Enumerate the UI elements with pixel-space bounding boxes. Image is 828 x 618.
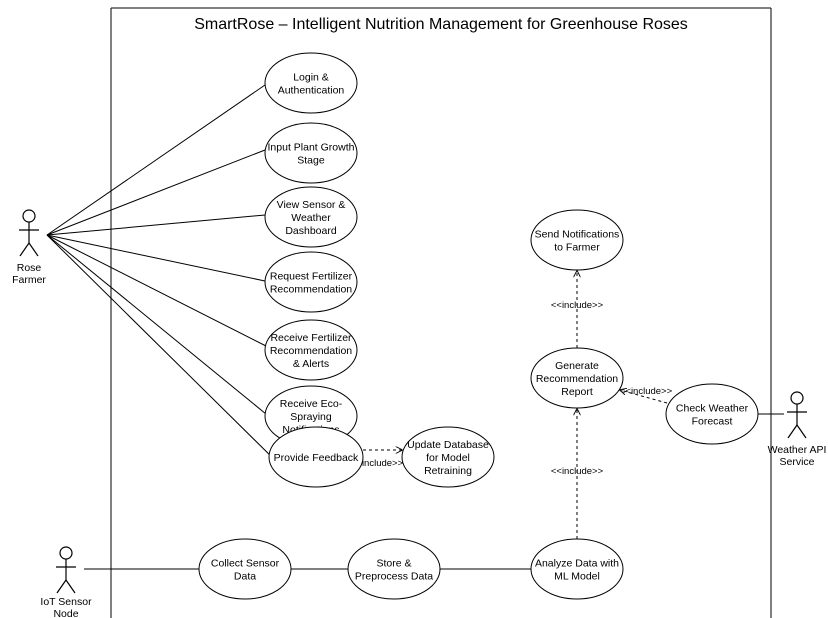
- use-case-notify-label: Send Notifications: [535, 229, 620, 241]
- use-case-weathercheck-shape: [665, 383, 759, 445]
- use-case-store[interactable]: Store &Preprocess Data: [347, 538, 441, 600]
- use-case-view-label: Weather: [291, 212, 331, 224]
- use-case-update-label: Update Database: [407, 439, 489, 451]
- use-case-generate-shape: [530, 347, 624, 409]
- use-case-eco-label: Spraying: [290, 411, 332, 423]
- use-case-generate-label: Generate: [555, 360, 599, 372]
- actor-weather-label: Service: [779, 456, 814, 468]
- use-case-notify-label: to Farmer: [554, 242, 600, 254]
- use-case-input-label: Stage: [297, 155, 325, 167]
- use-case-receive-label: & Alerts: [293, 358, 329, 370]
- use-case-store-shape: [347, 538, 441, 600]
- use-case-analyze-shape: [530, 538, 624, 600]
- actor-farmer-label: Farmer: [12, 274, 46, 286]
- use-case-feedback-label: Provide Feedback: [274, 452, 359, 464]
- use-case-login[interactable]: Login &Authentication: [264, 52, 358, 114]
- use-case-input-label: Input Plant Growth: [268, 142, 355, 154]
- actor-iot-label: Node: [53, 608, 78, 618]
- use-case-receive-shape: [264, 319, 358, 381]
- diagram-title: SmartRose – Intelligent Nutrition Manage…: [194, 16, 688, 33]
- use-case-login-label: Authentication: [278, 85, 345, 97]
- use-case-collect-label: Collect Sensor: [211, 558, 280, 570]
- use-case-store-label: Preprocess Data: [355, 571, 433, 583]
- system-boundary: [110, 7, 772, 618]
- association-farmer-login: [46, 84, 266, 236]
- include-feedback-update-label: <<include>>: [351, 458, 404, 469]
- include-analyze-generate-label: <<include>>: [551, 466, 604, 477]
- use-case-receive-label: Receive Fertilizer: [270, 332, 352, 344]
- use-case-request-shape: [264, 251, 358, 313]
- use-case-login-shape: [264, 52, 358, 114]
- association-farmer-input: [46, 149, 266, 236]
- use-case-weathercheck-label: Check Weather: [676, 403, 749, 415]
- use-case-input-shape: [264, 122, 358, 184]
- actor-farmer-icon: [19, 209, 39, 257]
- use-case-feedback[interactable]: Provide Feedback: [268, 426, 364, 488]
- use-case-analyze-label: ML Model: [554, 571, 600, 583]
- include-weather-generate-label: <<include>>: [620, 386, 673, 397]
- use-case-request-label: Recommendation: [270, 284, 352, 296]
- use-case-receive-label: Recommendation: [270, 345, 352, 357]
- association-farmer-feedback: [46, 234, 285, 470]
- use-case-generate-label: Recommendation: [536, 373, 618, 385]
- association-farmer-view: [46, 214, 266, 236]
- associations: [46, 84, 784, 570]
- use-case-weathercheck-label: Forecast: [692, 416, 733, 428]
- include-relations: <<include>> <<include>> <<include>> <<inclu…: [351, 271, 673, 539]
- use-case-eco-label: Receive Eco-: [280, 398, 343, 410]
- association-farmer-receive: [46, 234, 267, 347]
- include-weather-generate-arrow: [620, 390, 668, 404]
- use-case-generate-label: Report: [561, 386, 593, 398]
- association-farmer-request: [46, 234, 266, 282]
- use-case-analyze-label: Analyze Data with: [535, 558, 619, 570]
- actor-iot-icon: [56, 546, 76, 594]
- use-case-view-label: View Sensor &: [277, 199, 346, 211]
- use-case-update-label: Retraining: [424, 465, 472, 477]
- actor-iot-label: IoT Sensor: [40, 596, 92, 608]
- use-case-collect-shape: [198, 538, 292, 600]
- actor-farmer-label: Rose: [17, 262, 42, 274]
- actor-weather-icon: [787, 391, 807, 439]
- use-case-store-label: Store &: [376, 558, 411, 570]
- use-case-request-label: Request Fertilizer: [270, 271, 353, 283]
- use-case-view-label: Dashboard: [285, 225, 337, 237]
- use-case-feedback-shape: [268, 426, 364, 488]
- use-case-collect-label: Data: [234, 571, 256, 583]
- actor-weather-label: Weather API: [768, 444, 827, 456]
- association-farmer-eco: [46, 234, 267, 415]
- use-case-update-shape: [401, 426, 495, 488]
- use-case-view-shape: [264, 186, 358, 248]
- use-case-login-label: Login &: [293, 72, 329, 84]
- include-generate-notify-label: <<include>>: [551, 300, 604, 311]
- use-case-update-label: for Model: [426, 452, 470, 464]
- use-case-notify-shape: [530, 209, 624, 271]
